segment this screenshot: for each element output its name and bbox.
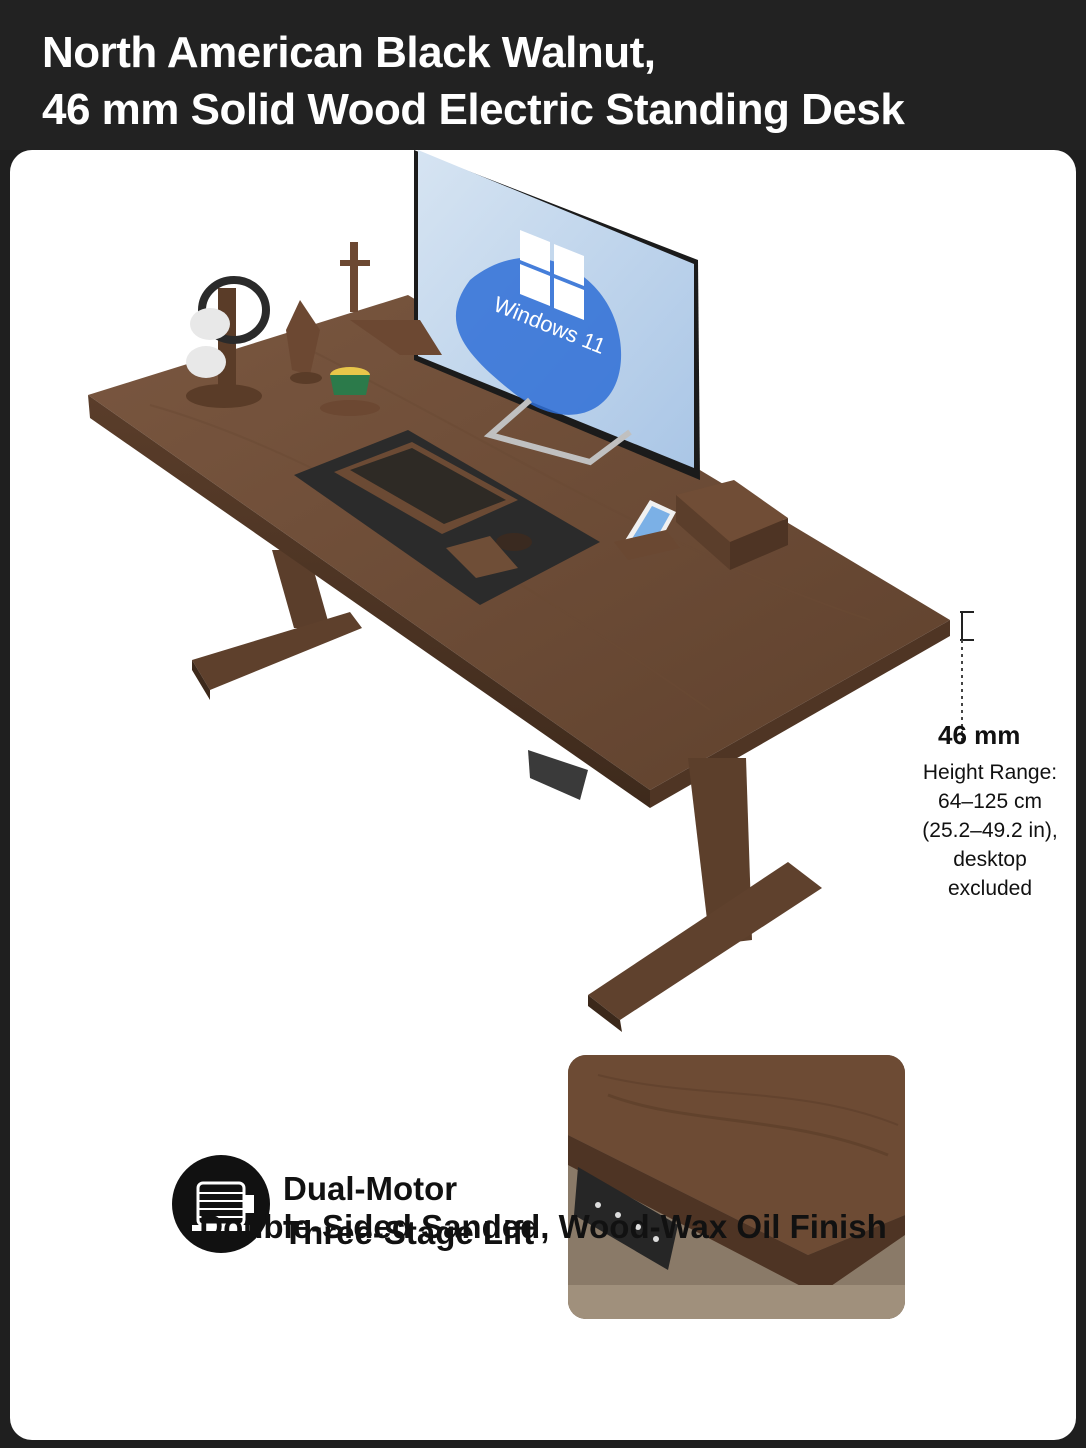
keyboard	[334, 442, 518, 534]
motor-icon	[172, 1155, 270, 1253]
coffee-cup	[320, 367, 380, 416]
height-range-line-2: 64–125 cm	[938, 790, 1042, 813]
desk-illustration: Windows 11	[88, 150, 974, 1032]
feature-line-1: Dual-Motor	[283, 1170, 458, 1207]
height-range-line-4: desktop	[953, 848, 1027, 871]
page-title: North American Black Walnut, 46 mm Solid…	[42, 24, 905, 138]
tissue-box	[676, 480, 788, 570]
feature-line-2: Three-Stage Lift	[283, 1214, 535, 1251]
windows-logo-icon	[520, 230, 584, 320]
thickness-label: 46 mm	[938, 720, 1021, 750]
title-line-1: North American Black Walnut,	[42, 28, 656, 77]
feature-label: Dual-Motor Three-Stage Lift	[283, 1167, 534, 1255]
control-panel	[528, 750, 588, 800]
header: North American Black Walnut, 46 mm Solid…	[0, 0, 1086, 150]
finish-caption: Double-Sided Sanded, Wood-Wax Oil Finish	[199, 1208, 887, 1245]
height-range-note: Height Range: 64–125 cm (25.2–49.2 in), …	[890, 758, 1076, 903]
height-range-line-5: excluded	[947, 877, 1033, 900]
headphone-stand	[186, 276, 270, 408]
title-line-2: 46 mm Solid Wood Electric Standing Desk	[42, 85, 905, 134]
thickness-marker	[960, 611, 974, 742]
height-range-line-3: (25.2–49.2 in),	[922, 819, 1058, 842]
wrist-rest	[446, 536, 518, 578]
mouse	[496, 533, 532, 551]
monitor: Windows 11	[414, 150, 700, 480]
front-leg	[588, 758, 822, 1032]
wooden-ornament	[286, 300, 322, 384]
back-leg	[192, 550, 362, 700]
key-holder	[340, 242, 442, 355]
control-panel-closeup	[574, 1167, 678, 1270]
phone-stand	[614, 500, 680, 560]
product-card: Windows 11	[10, 150, 1076, 1440]
edge-closeup-image	[568, 1055, 905, 1319]
height-range-line-1: Height Range:	[922, 761, 1058, 784]
